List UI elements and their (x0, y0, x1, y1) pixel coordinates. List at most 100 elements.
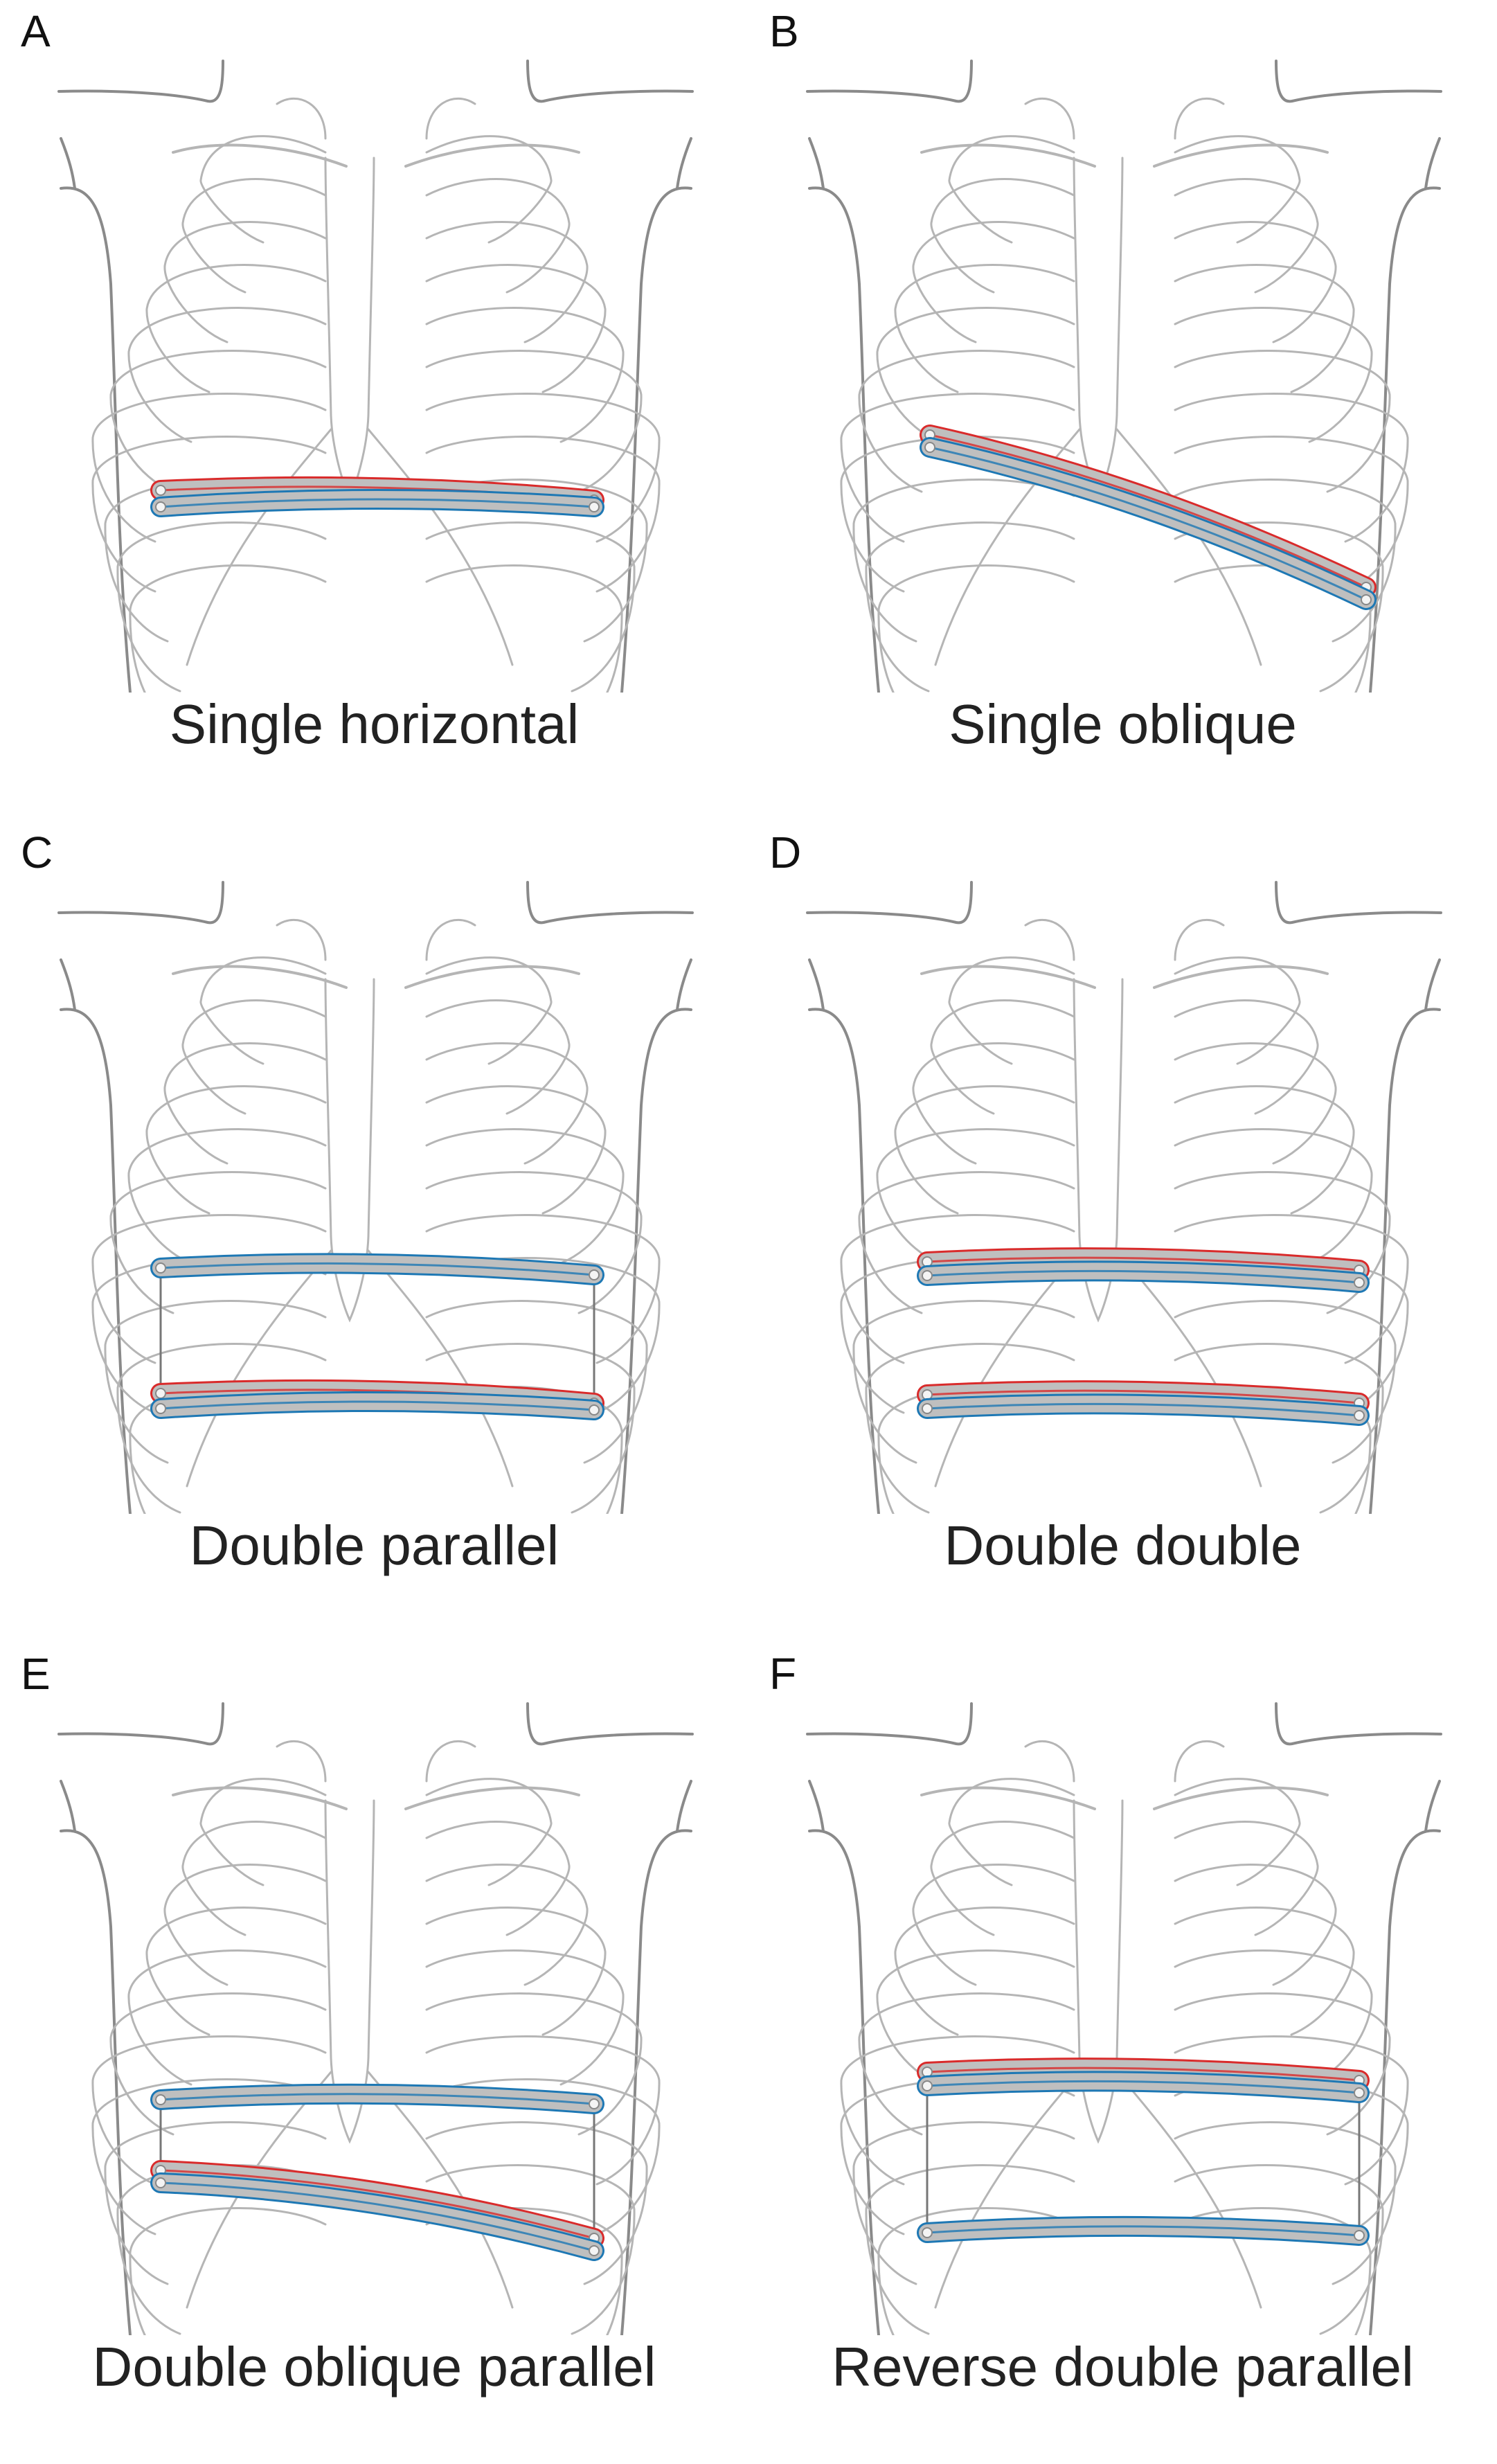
left-neck-shoulder (806, 881, 973, 925)
rib-left-5 (876, 1128, 1075, 1265)
left-costal-margin (186, 428, 332, 666)
panel-letter: A (21, 6, 51, 56)
rib-left-1 (199, 135, 327, 244)
rib-left-7 (91, 1214, 327, 1364)
rib-left-10 (865, 1343, 1075, 1514)
panel-c: C Double parallel (0, 821, 748, 1643)
left-torso-line (808, 958, 825, 1011)
red-bar-1 (917, 2057, 1370, 2091)
bar-end-right (1354, 2087, 1365, 2098)
rib-right-2 (425, 1821, 571, 1936)
bar-end-right (1354, 1410, 1365, 1421)
blue-bar-2 (920, 437, 1377, 610)
rib-right-7 (425, 393, 661, 543)
left-neck-shoulder (806, 1702, 973, 1746)
right-neck-shoulder (1275, 1702, 1442, 1746)
rib-right-6 (425, 1992, 643, 2136)
bar-end-left (155, 501, 166, 512)
left-torso-line (808, 137, 825, 190)
bar-end-left (155, 1403, 166, 1414)
rib-left-9 (104, 2121, 327, 2285)
rib-left-1 (199, 1778, 327, 1886)
bar-centerline (926, 2066, 1360, 2082)
right-costal-margin (367, 1249, 514, 1488)
rib-right-1 (1174, 956, 1301, 1065)
panel-letter: C (21, 828, 53, 877)
rib-left-3 (163, 1864, 327, 1986)
right-torso-line (676, 137, 692, 190)
rib-left-2 (930, 1821, 1075, 1936)
ribcage-illustration (57, 881, 694, 1514)
red-bar-2 (150, 2160, 604, 2249)
rib-left-11 (877, 2207, 1075, 2335)
right-costal-margin (1115, 1249, 1262, 1488)
bar-end-right (589, 1404, 600, 1416)
rib-left-10 (116, 1343, 327, 1514)
rib-right-7 (1174, 393, 1409, 543)
panel-letter: B (769, 6, 799, 56)
rib-right-6 (425, 1171, 643, 1314)
panel-letter: F (769, 1649, 797, 1699)
right-torso-line (676, 1780, 692, 1832)
ribcage-illustration (806, 60, 1442, 693)
bar-end-left (922, 1270, 933, 1281)
bar-end-right (589, 1269, 600, 1280)
left-torso-line (60, 1780, 76, 1832)
blue-bar-3 (150, 1391, 604, 1420)
right-neck-shoulder (1275, 60, 1442, 103)
right-costal-margin (1115, 2071, 1262, 2309)
blue-bar-4 (917, 1393, 1370, 1426)
rib-right-10 (1174, 1343, 1384, 1514)
left-arm-outline (808, 1829, 880, 2335)
bar-end-left (155, 1262, 166, 1274)
rib-left-7 (91, 2035, 327, 2186)
rib-left-6 (109, 1992, 327, 2136)
rib-left-11 (129, 564, 327, 693)
rib-right-3 (425, 1864, 589, 1986)
left-clavicle (172, 965, 348, 989)
red-bar-1 (917, 1247, 1370, 1280)
rib-right-7 (1174, 2035, 1409, 2186)
panel-caption: Double parallel (189, 1515, 559, 1576)
rib-right-4 (425, 1085, 607, 1215)
left-first-rib-head (276, 918, 327, 961)
right-arm-outline (620, 1008, 692, 1514)
rib-right-1 (1174, 1778, 1301, 1886)
right-first-rib-head (1174, 1740, 1225, 1783)
right-clavicle (404, 143, 580, 168)
bar-end-right (1354, 1277, 1365, 1288)
rib-left-4 (894, 1907, 1075, 2036)
right-torso-line (1424, 1780, 1441, 1832)
rib-right-5 (1174, 1128, 1373, 1265)
rib-left-9 (852, 2121, 1075, 2285)
rib-right-11 (1174, 2207, 1372, 2335)
rib-right-3 (1174, 1864, 1337, 1986)
bar-centerline (160, 2181, 595, 2252)
rib-right-9 (425, 479, 648, 643)
bar-centerline (160, 2169, 595, 2240)
rib-right-5 (1174, 1949, 1373, 2086)
bar-end-left (922, 1403, 933, 1414)
left-neck-shoulder (806, 60, 973, 103)
ribcage-illustration (806, 1702, 1442, 2335)
right-first-rib-head (425, 97, 476, 140)
right-clavicle (1153, 965, 1329, 989)
left-clavicle (172, 1786, 348, 1810)
rib-right-8 (1174, 436, 1409, 593)
ribcage (806, 881, 1442, 1514)
bar-end-left (922, 2227, 933, 2238)
rib-right-9 (425, 2121, 648, 2285)
rib-right-10 (425, 1343, 636, 1514)
panel-caption: Single oblique (949, 693, 1297, 755)
right-neck-shoulder (526, 1702, 694, 1746)
rib-left-10 (865, 521, 1075, 693)
ribcage-illustration (57, 60, 694, 693)
ribcage-illustration (806, 881, 1442, 1514)
sternum (324, 157, 375, 501)
bar-end-right (589, 2098, 600, 2109)
blue-bar-1 (150, 1253, 604, 1285)
rib-right-7 (1174, 1214, 1409, 1364)
rib-right-8 (425, 436, 661, 593)
left-torso-line (60, 958, 76, 1011)
